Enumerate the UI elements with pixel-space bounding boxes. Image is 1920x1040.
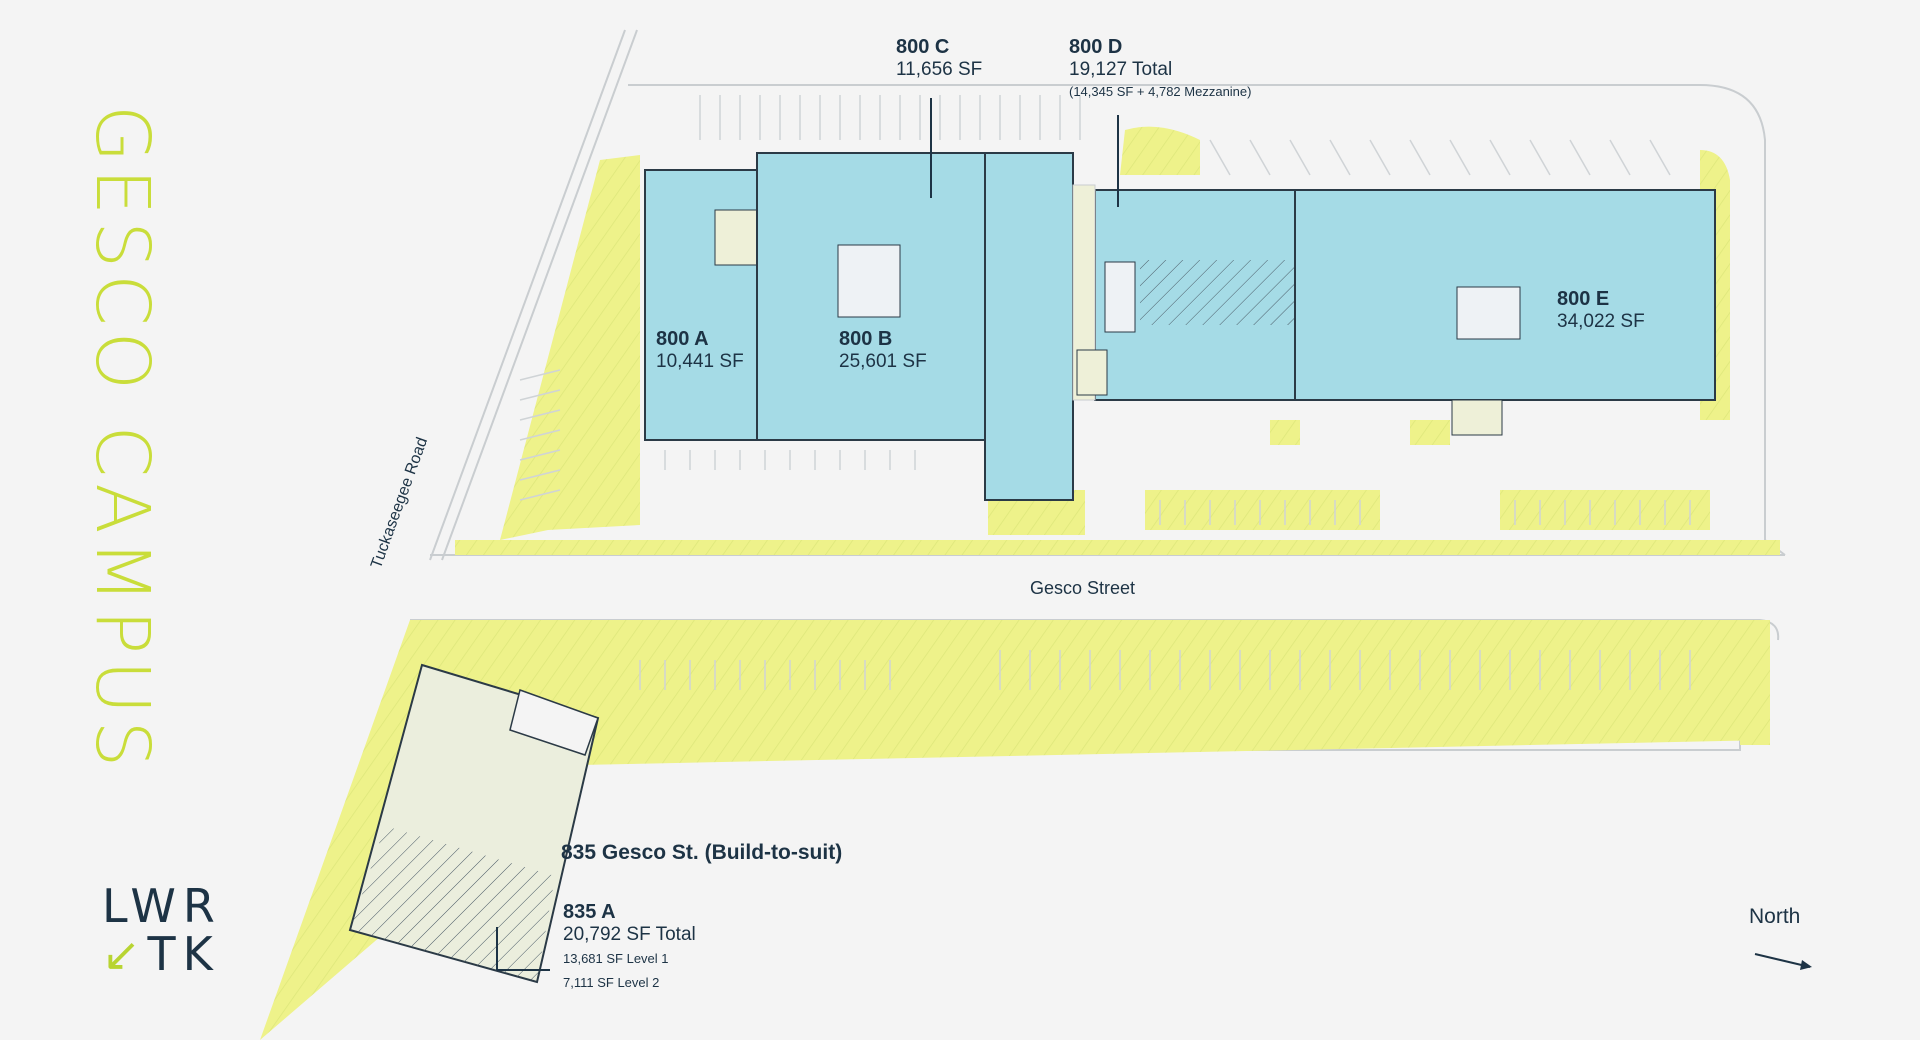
- parking-stripes: [519, 95, 1691, 690]
- unit-detail: (14,345 SF + 4,782 Mezzanine): [1069, 83, 1252, 99]
- unit-size: 11,656 SF: [896, 59, 983, 80]
- unit-name: 800 A: [656, 328, 709, 350]
- unit-size: 19,127 Total: [1069, 59, 1173, 80]
- unit-size: 20,792 SF Total: [563, 924, 696, 945]
- unit-name: 835 A: [563, 901, 616, 923]
- unit-800-b-label[interactable]: 800 B 25,601 SF: [839, 328, 927, 373]
- unit-name: 800 D: [1069, 36, 1123, 58]
- unit-800-e-label[interactable]: 800 E 34,022 SF: [1557, 288, 1645, 333]
- north-arrow: [1754, 953, 1812, 970]
- unit-size: 34,022 SF: [1557, 311, 1645, 332]
- north-label: North: [1749, 905, 1801, 928]
- unit-size: 25,601 SF: [839, 351, 927, 372]
- unit-level-2: 7,111 SF Level 2: [563, 974, 660, 990]
- unit-name: 800 B: [839, 328, 893, 350]
- building-800-d[interactable]: [1094, 189, 1296, 401]
- logo-line-1: LWR: [102, 879, 222, 933]
- unit-name: 800 E: [1557, 288, 1610, 310]
- unit-name: 800 C: [896, 36, 950, 58]
- unit-800-a-label[interactable]: 800 A 10,441 SF: [656, 328, 744, 373]
- building-800-b[interactable]: [756, 152, 986, 441]
- unit-level-1: 13,681 SF Level 1: [563, 950, 669, 966]
- green-spaces: [260, 126, 1780, 1040]
- logo-line-2: ↙TK: [102, 930, 222, 978]
- building-800-a[interactable]: [644, 169, 758, 441]
- connector-corridor: [1072, 184, 1108, 401]
- lwrtk-logo: LWR ↙TK: [102, 882, 222, 979]
- unit-835-a-label[interactable]: 835 A 20,792 SF Total 13,681 SF Level 1 …: [563, 901, 696, 991]
- building-835-a[interactable]: [348, 663, 600, 984]
- unit-800-d-label[interactable]: 800 D 19,127 Total (14,345 SF + 4,782 Me…: [1069, 36, 1251, 100]
- building-800-c[interactable]: [984, 152, 1074, 501]
- unit-800-c-label[interactable]: 800 C 11,656 SF: [896, 36, 982, 81]
- leader-lines: [496, 98, 1119, 971]
- building-800-e[interactable]: [1294, 189, 1716, 436]
- campus-title: GESCO CAMPUS: [79, 105, 165, 774]
- logo-arrow-icon: ↙: [102, 927, 148, 982]
- gesco-street-label: Gesco Street: [1030, 578, 1136, 598]
- unit-size: 10,441 SF: [656, 351, 744, 372]
- bts-title[interactable]: 835 Gesco St. (Build-to-suit): [561, 841, 843, 864]
- logo-line-2-text: TK: [147, 927, 220, 982]
